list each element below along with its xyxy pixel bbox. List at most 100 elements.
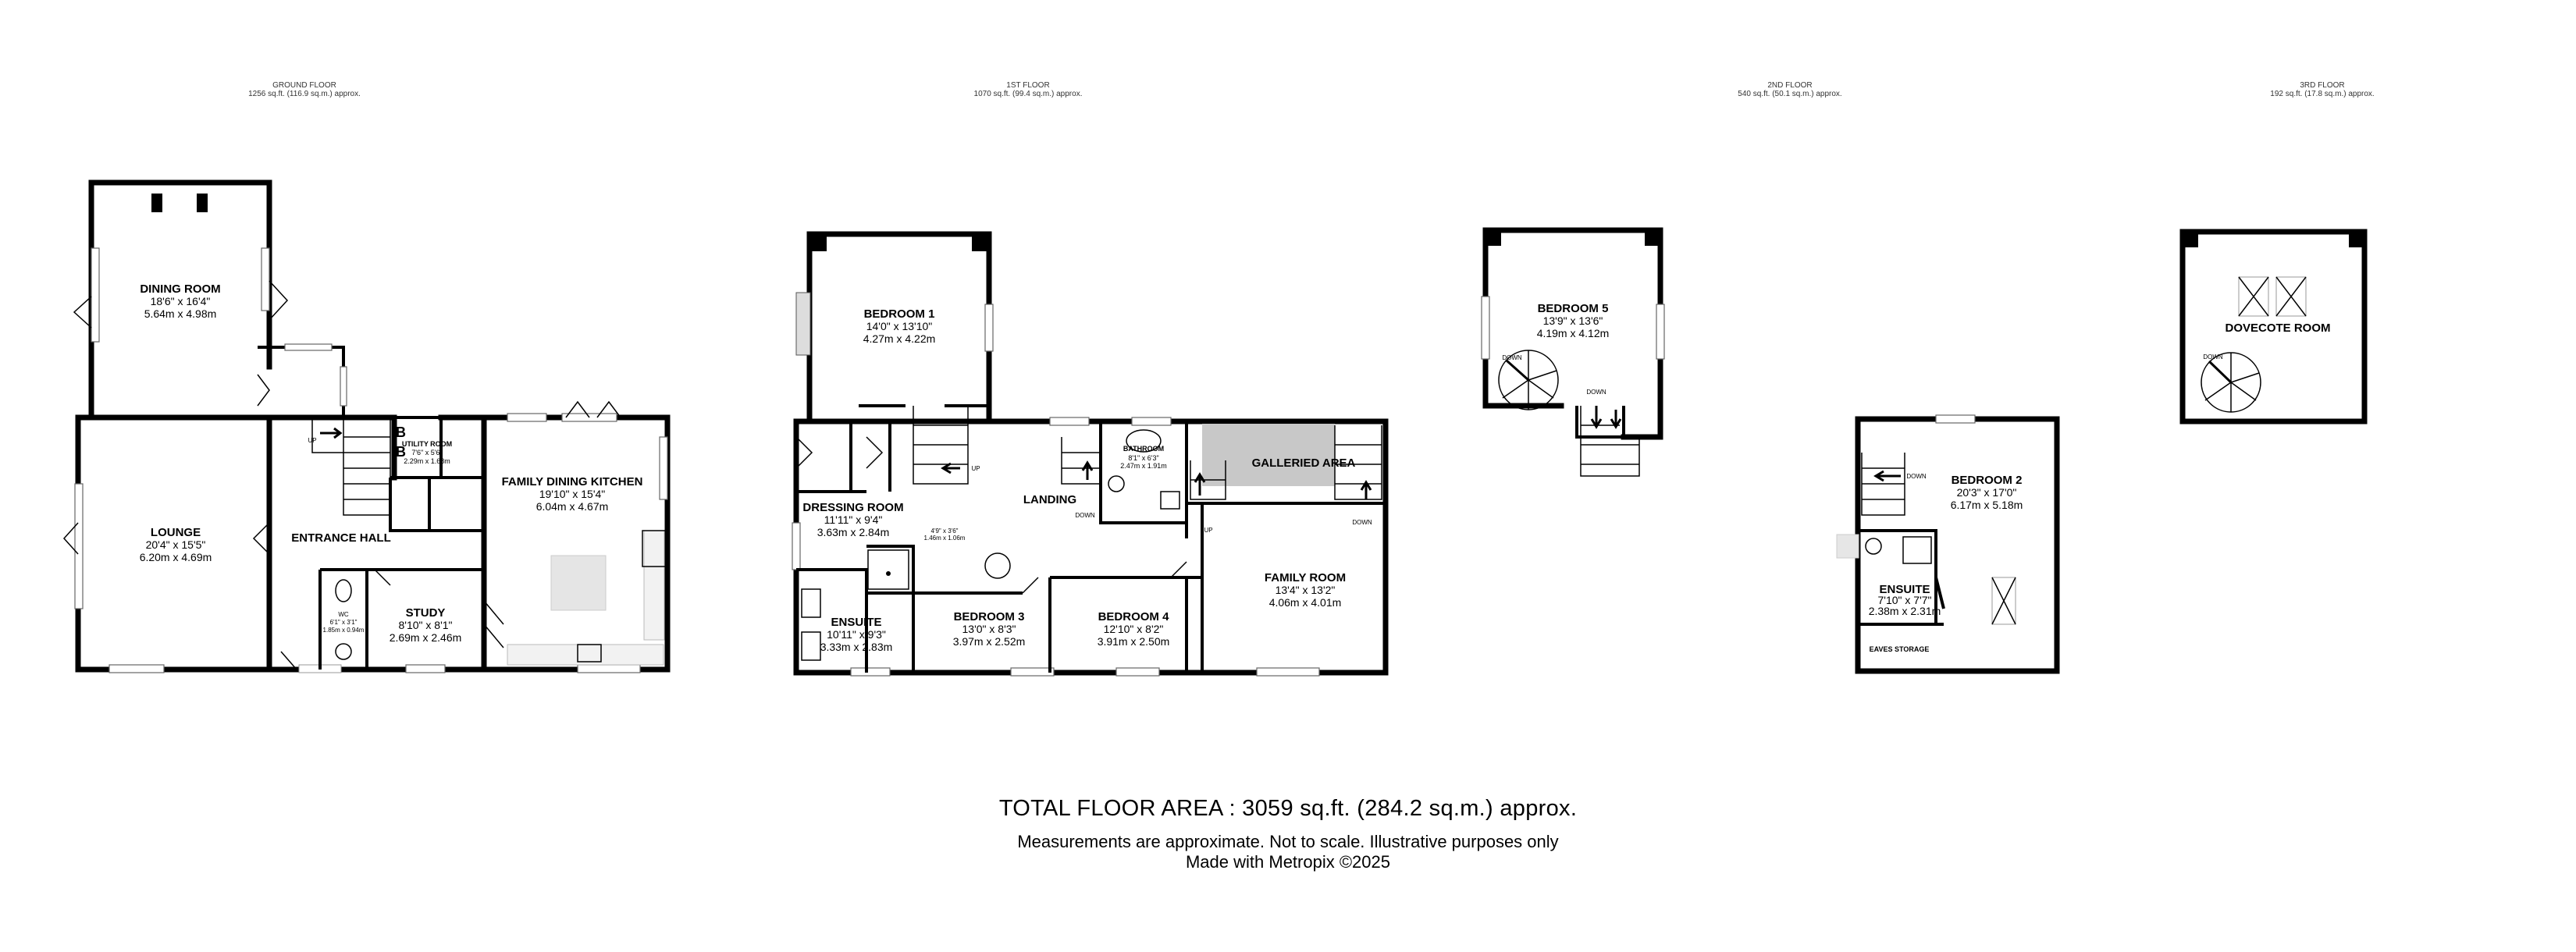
ensuite-2-imperial: 7'10" x 7'7" <box>1878 594 1932 606</box>
window <box>1656 304 1665 360</box>
window <box>1131 417 1172 426</box>
floor-name: 2ND FLOOR <box>1767 81 1812 90</box>
galleried-walls <box>1185 421 1386 538</box>
window <box>984 304 994 352</box>
ensuite-1-name: ENSUITE <box>831 616 881 629</box>
study-imperial: 8'10" x 8'1" <box>399 619 453 631</box>
corner-column <box>972 234 989 251</box>
stair-up-arrow <box>320 427 343 439</box>
corner-column <box>809 234 827 251</box>
study-name: STUDY <box>406 606 446 620</box>
bath-icon <box>1126 429 1162 453</box>
roof-light-cross <box>1991 577 2016 625</box>
window <box>1256 667 1320 677</box>
bedroom-3-metric: 3.97m x 2.52m <box>953 635 1026 648</box>
bedroom-1-imperial: 14'0" x 13'10" <box>866 320 933 332</box>
front-door <box>280 651 297 670</box>
utility-room-name: UTILITY ROOM <box>402 440 452 448</box>
down-marker: DOWN <box>1586 389 1606 396</box>
roof-light <box>2275 276 2307 317</box>
stair-arrow <box>1360 480 1372 499</box>
basin-icon <box>1160 491 1180 510</box>
up-marker: UP <box>308 437 316 444</box>
window <box>850 667 891 677</box>
bedroom-2-imperial: 20'3" x 17'0" <box>1957 486 2017 499</box>
window <box>405 664 446 673</box>
family-room-metric: 4.06m x 4.01m <box>1269 596 1342 609</box>
wc-imperial: 6'1" x 3'1" <box>330 619 358 626</box>
bedroom-2-walls <box>1855 416 2060 674</box>
up-marker: UP <box>1204 527 1212 534</box>
floor-header-first: 1ST FLOOR 1070 sq.ft. (99.4 sq.m.) appro… <box>974 81 1083 98</box>
floor-header-third: 3RD FLOOR 192 sq.ft. (17.8 sq.m.) approx… <box>2270 81 2374 98</box>
dressing-room-metric: 3.63m x 2.84m <box>817 526 890 538</box>
stairs <box>1861 453 1905 516</box>
dining-room-name: DINING ROOM <box>140 282 220 296</box>
fireplace-bay <box>795 292 811 356</box>
first-floor-outer-walls <box>793 418 1389 676</box>
floor-name: 1ST FLOOR <box>1006 81 1049 90</box>
ensuite-2-name: ENSUITE <box>1879 583 1930 596</box>
stair-arrow <box>1590 406 1622 429</box>
down-marker: DOWN <box>2203 353 2223 361</box>
utility-room-metric: 2.29m x 1.68m <box>404 457 450 465</box>
roof-light <box>2238 276 2269 317</box>
door <box>257 374 270 407</box>
floor-header-ground: GROUND FLOOR 1256 sq.ft. (116.9 sq.m.) a… <box>248 81 361 98</box>
dining-room-metric: 5.64m x 4.98m <box>144 307 217 320</box>
wardrobe-walls <box>849 421 891 492</box>
floor-area: 1256 sq.ft. (116.9 sq.m.) approx. <box>248 90 361 98</box>
stair-arrow <box>1506 359 1529 382</box>
kitchen-metric: 6.04m x 4.67m <box>536 500 609 513</box>
family-room-name: FAMILY ROOM <box>1265 571 1346 584</box>
spiral-stair-treads <box>2204 353 2260 412</box>
down-marker: DOWN <box>1352 519 1372 526</box>
total-floor-area: TOTAL FLOOR AREA : 3059 sq.ft. (284.2 sq… <box>998 796 1578 821</box>
bedroom-3-imperial: 13'0" x 8'3" <box>962 623 1016 635</box>
spiral-stair-treads <box>1502 350 1557 410</box>
landing-stairs <box>1061 437 1101 485</box>
window <box>1115 667 1160 677</box>
shower-icon <box>1902 536 1932 564</box>
bedrooms-walls <box>912 503 1204 673</box>
shower-drain-icon <box>886 571 891 576</box>
down-marker: DOWN <box>1502 354 1522 361</box>
bedroom-2-name: BEDROOM 2 <box>1952 474 2023 487</box>
family-room-imperial: 13'4" x 13'2" <box>1276 584 1336 596</box>
kitchen-walls <box>438 414 671 673</box>
stair-arrow <box>941 462 960 474</box>
galleried-area-void <box>1202 424 1335 486</box>
stair-arrow <box>2208 360 2233 384</box>
french-doors <box>73 280 289 329</box>
french-doors <box>62 522 270 555</box>
floor-area: 540 sq.ft. (50.1 sq.m.) approx. <box>1738 90 1841 98</box>
kitchen-name: FAMILY DINING KITCHEN <box>502 475 643 488</box>
stair-arrow <box>1081 460 1094 480</box>
kitchen-imperial: 19'10" x 15'4" <box>539 488 606 500</box>
landing-name: LANDING <box>1023 493 1076 506</box>
floor-area: 192 sq.ft. (17.8 sq.m.) approx. <box>2270 90 2374 98</box>
boiler-marker: B <box>396 444 406 460</box>
galleried-area-name: GALLERIED AREA <box>1252 456 1356 470</box>
chimney-breast <box>197 194 208 212</box>
corner-column <box>1645 230 1660 246</box>
dovecote-room-name: DOVECOTE ROOM <box>2225 321 2330 335</box>
worktop <box>643 530 665 641</box>
down-marker: DOWN <box>1075 512 1095 519</box>
ground-floor-plan: UP B B UTILITY ROOM 7'6" x 5'6" 2.29m x … <box>62 179 671 673</box>
window <box>284 343 333 351</box>
roof-light-cross <box>2275 276 2307 317</box>
bedroom-4-name: BEDROOM 4 <box>1098 610 1170 623</box>
staircase <box>913 406 969 485</box>
wardrobe-doors <box>795 436 884 469</box>
bedroom-1-metric: 4.27m x 4.22m <box>863 332 936 345</box>
toilet-icon <box>335 579 352 602</box>
hob-icon <box>642 530 667 567</box>
lounge-name: LOUNGE <box>151 526 201 539</box>
entrance-hall-name: ENTRANCE HALL <box>291 531 391 545</box>
roof-light <box>1836 534 1859 559</box>
store-metric: 1.46m x 1.06m <box>924 535 966 542</box>
corner-column <box>2183 232 2198 247</box>
credit: Made with Metropix ©2025 <box>1185 852 1390 872</box>
